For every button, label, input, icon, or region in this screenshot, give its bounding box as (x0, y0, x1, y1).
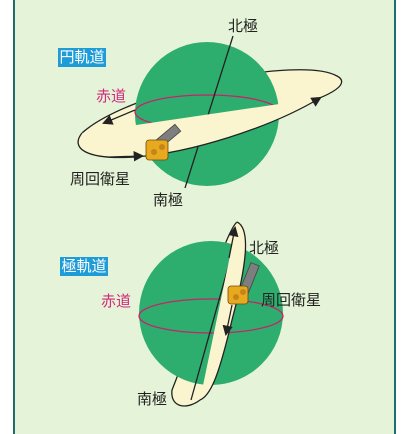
satellite-detail-icon (233, 294, 239, 300)
satellite-top (145, 123, 182, 161)
satellite-bottom (227, 262, 260, 305)
polar-orbit-diagram: 極軌道 北極 赤道 周回衛星 南極 (60, 221, 321, 408)
orbit-arrow-front (109, 151, 145, 162)
circular-orbit-diagram: 円軌道 北極 赤道 周回衛星 南極 (58, 17, 343, 209)
orbit-type-badge-bg (58, 48, 106, 67)
south-pole-label: 南極 (137, 390, 167, 408)
equator-ring-bottom (138, 298, 284, 334)
polar-orbit-arrow-up (228, 225, 239, 259)
orbit-type-badge: 極軌道 (61, 257, 106, 275)
north-pole-label: 北極 (228, 17, 258, 35)
polar-orbit-front (199, 221, 247, 401)
orbit-type-badge: 円軌道 (59, 48, 104, 66)
satellite-label: 周回衛星 (70, 170, 130, 188)
satellite-detail-icon (159, 144, 165, 150)
north-pole-label: 北極 (249, 239, 279, 257)
satellite-detail-icon (240, 289, 246, 295)
polar-orbit-arrow-down (222, 304, 233, 337)
satellite-body-icon (145, 139, 169, 161)
polar-axis-top (184, 35, 234, 189)
orbit-arrow-left (102, 109, 136, 125)
south-pole-label: 南極 (153, 191, 183, 209)
orbit-type-badge-bg (60, 257, 108, 276)
satellite-label: 周回衛星 (261, 291, 321, 309)
equator-label: 赤道 (96, 87, 126, 105)
equator-label: 赤道 (101, 292, 131, 310)
satellite-detail-icon (151, 149, 157, 155)
